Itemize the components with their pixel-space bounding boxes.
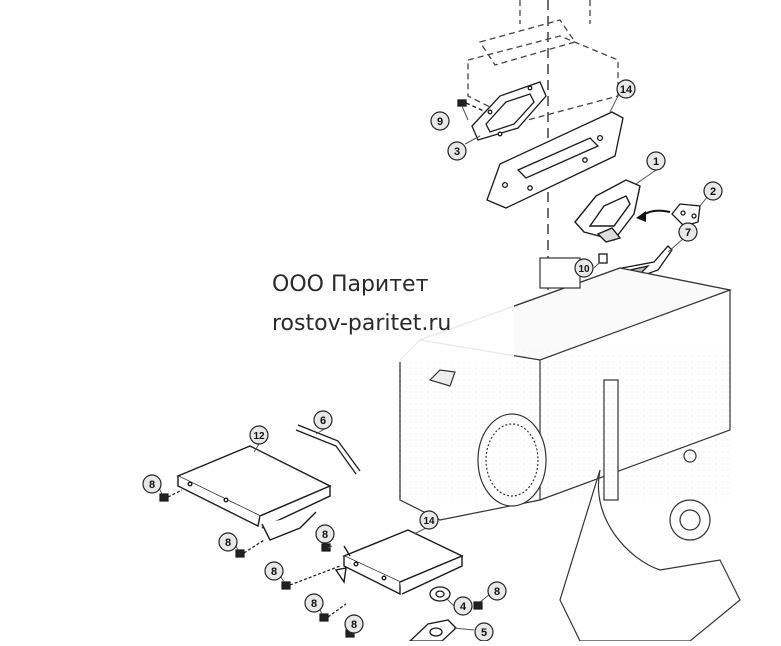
callout-1: 1 [646,151,666,171]
callout-label: 12 [253,431,265,442]
leader-lines [157,95,709,633]
part-14-shield [334,529,464,596]
assembly-arrow [641,209,671,217]
callout-8-g: 8 [344,614,364,634]
callout-label: 7 [685,227,691,239]
upper-housing-outline [467,0,619,123]
callout-label: 8 [225,537,231,549]
callout-2: 2 [703,181,723,201]
callout-12: 12 [249,425,269,445]
callout-9: 9 [430,111,450,131]
callout-label: 2 [710,186,716,198]
callout-8-d: 8 [264,561,284,581]
callout-label: 8 [351,619,357,631]
callout-label: 14 [423,516,435,527]
callout-label: 14 [620,84,633,96]
part-2-plate [671,203,701,227]
part-6-rod [295,424,361,475]
callout-label: 8 [311,598,317,610]
watermark-backdrop [248,258,514,362]
watermark-company: ООО Паритет [272,272,429,297]
callout-label: 6 [320,415,326,427]
part-1-cover [574,179,641,243]
callout-label: 8 [149,479,155,491]
callout-4: 4 [453,596,473,616]
callout-8-e: 8 [304,593,324,613]
callout-8-b: 8 [218,532,238,552]
callout-3: 3 [447,141,467,161]
callout-7: 7 [678,222,698,242]
callout-label: 8 [494,586,500,598]
callout-8-a: 8 [142,474,162,494]
callout-label: 3 [454,146,460,158]
callout-label: 5 [481,627,487,639]
callout-6: 6 [313,410,333,430]
part-4-washer [429,586,451,602]
watermark-website: rostov-paritet.ru [272,311,452,336]
part-3-gasket [471,81,547,141]
part-13-flange [486,111,624,209]
part-12-shield [176,445,332,541]
callout-label: 8 [322,529,328,541]
callout-14: 14 [419,510,439,530]
callout-13: 14 [616,79,636,99]
callout-8-f: 8 [487,581,507,601]
assembly-arrowhead [636,211,646,222]
callout-label: 10 [578,264,590,275]
callout-label: 1 [653,156,659,168]
part-10-plug [598,253,608,264]
callout-10: 10 [574,258,594,278]
callout-5: 5 [474,622,494,642]
callout-label: 9 [437,116,443,128]
callout-label: 4 [460,601,467,613]
part-5-gasket [408,619,457,642]
callout-8-c: 8 [315,524,335,544]
engine-block-texture [404,350,730,500]
callout-label: 8 [271,566,277,578]
